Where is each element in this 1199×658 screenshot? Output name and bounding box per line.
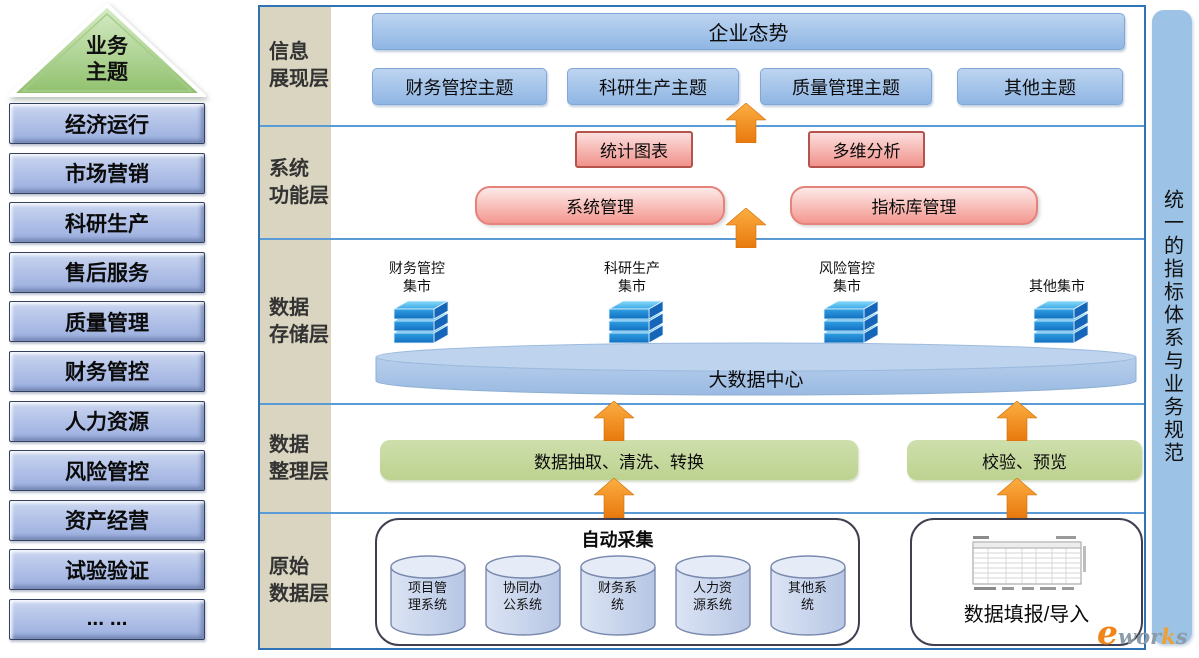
source-cylinder-office: 协同办 公系统 (484, 554, 562, 638)
system-management-pill: 系统管理 (475, 186, 725, 225)
sidebar-item-research-production: 科研生产 (9, 202, 205, 244)
source-cylinder-other: 其他系 统 (769, 554, 847, 638)
data-mart-cube-icon (1033, 300, 1089, 344)
mart-label-research: 科研生产 集市 (604, 259, 660, 294)
big-data-center-label: 大数据中心 (708, 370, 804, 391)
data-mart-cube-icon (608, 300, 664, 344)
business-themes-pyramid: 业务 主题 (5, 2, 209, 102)
source-label: 其他系 统 (787, 580, 827, 612)
up-arrow-icon (594, 401, 634, 441)
mart-label-risk: 风险管控 集市 (819, 259, 875, 294)
layer-row-presentation: 信息 展现层 (260, 7, 1144, 125)
source-label: 协同办 公系统 (502, 580, 542, 612)
layer-label-raw-data: 原始 数据层 (260, 514, 331, 648)
layer-row-raw-data: 原始 数据层 (260, 512, 1144, 648)
theme-finance-control: 财务管控主题 (372, 68, 547, 105)
sidebar-item-finance: 财务管控 (9, 350, 205, 392)
big-data-center-disc: 大数据中心 (374, 341, 1138, 401)
up-arrow-icon (997, 401, 1037, 441)
layered-architecture-panel: 信息 展现层 系统 功能层 数据 存储层 数据 整理层 原始 数据层 企业态势 … (258, 5, 1146, 650)
layer-row-storage: 数据 存储层 (260, 238, 1144, 403)
layer-label-functions: 系统 功能层 (260, 127, 331, 238)
indicator-library-management-pill: 指标库管理 (790, 186, 1038, 225)
pyramid-label: 业务 主题 (86, 35, 128, 85)
up-arrow-icon (997, 478, 1037, 518)
spreadsheet-icon (972, 536, 1086, 590)
etl-bar: 数据抽取、清洗、转换 (380, 440, 858, 480)
logo-wor: wor (1118, 624, 1162, 649)
source-label: 项目管 理系统 (407, 580, 447, 612)
data-import-box: 数据填报/导入 (910, 518, 1143, 646)
source-label: 财务系 统 (597, 580, 637, 612)
theme-quality-management: 质量管理主题 (760, 68, 932, 105)
mart-label-finance: 财务管控 集市 (389, 259, 445, 294)
auto-collect-box: 自动采集 项目管 理系统 协同办 公系统 财务系 统 人力资 源系统 (375, 518, 860, 646)
sidebar-item-ellipsis: ... ... (9, 598, 205, 640)
data-mart-cube-icon (823, 300, 879, 344)
pyramid-icon (5, 2, 209, 97)
theme-research-production: 科研生产主题 (567, 68, 739, 105)
source-system-row: 项目管 理系统 协同办 公系统 财务系 统 人力资 源系统 其他系 统 (389, 554, 847, 638)
source-cylinder-finance: 财务系 统 (579, 554, 657, 638)
layer-label-presentation: 信息 展现层 (260, 7, 331, 125)
source-cylinder-hr: 人力资 源系统 (674, 554, 752, 638)
data-mart-cube-icon (393, 300, 449, 344)
enterprise-situation-banner: 企业态势 (372, 13, 1125, 50)
sidebar-item-risk: 风险管控 (9, 450, 205, 492)
logo-k: k (1161, 624, 1176, 649)
sidebar-item-economic-operation: 经济运行 (9, 103, 205, 144)
up-arrow-icon (726, 103, 766, 143)
business-themes-sidebar: 业务 主题 经济运行 市场营销 科研生产 售后服务 质量管理 财务管控 人力资源… (0, 0, 215, 658)
logo-s: s (1175, 624, 1188, 649)
unified-indicator-standard-text: 统一的指标体系与业务规范 (1160, 189, 1183, 465)
auto-collect-title: 自动采集 (581, 530, 654, 550)
theme-other: 其他主题 (957, 68, 1123, 105)
eworks-logo: eworks (1097, 613, 1188, 652)
sidebar-item-test-verification: 试验验证 (9, 549, 205, 591)
sidebar-item-assets: 资产经营 (9, 499, 205, 541)
validate-preview-bar: 校验、预览 (907, 440, 1142, 480)
data-import-label: 数据填报/导入 (963, 604, 1090, 626)
up-arrow-icon (726, 208, 766, 248)
sidebar-item-after-sales: 售后服务 (9, 251, 205, 293)
source-cylinder-project: 项目管 理系统 (389, 554, 467, 638)
multidimensional-analysis-box: 多维分析 (808, 131, 925, 168)
up-arrow-icon (594, 478, 634, 518)
statistical-charts-box: 统计图表 (575, 131, 693, 168)
layer-row-processing: 数据 整理层 (260, 403, 1144, 512)
layer-label-processing: 数据 整理层 (260, 405, 331, 512)
disc-shape (375, 342, 1137, 396)
logo-e: e (1097, 613, 1118, 652)
sidebar-item-quality: 质量管理 (9, 301, 205, 343)
mart-label-other: 其他集市 (1029, 277, 1085, 294)
layer-row-functions: 系统 功能层 (260, 125, 1144, 238)
source-label: 人力资 源系统 (692, 580, 732, 612)
sidebar-item-marketing: 市场营销 (9, 152, 205, 194)
sidebar-item-hr: 人力资源 (9, 400, 205, 442)
layer-label-storage: 数据 存储层 (260, 240, 331, 403)
unified-indicator-standard-bar: 统一的指标体系与业务规范 (1152, 10, 1192, 644)
theme-button-list: 经济运行 市场营销 科研生产 售后服务 质量管理 财务管控 人力资源 风险管控 … (9, 103, 205, 640)
